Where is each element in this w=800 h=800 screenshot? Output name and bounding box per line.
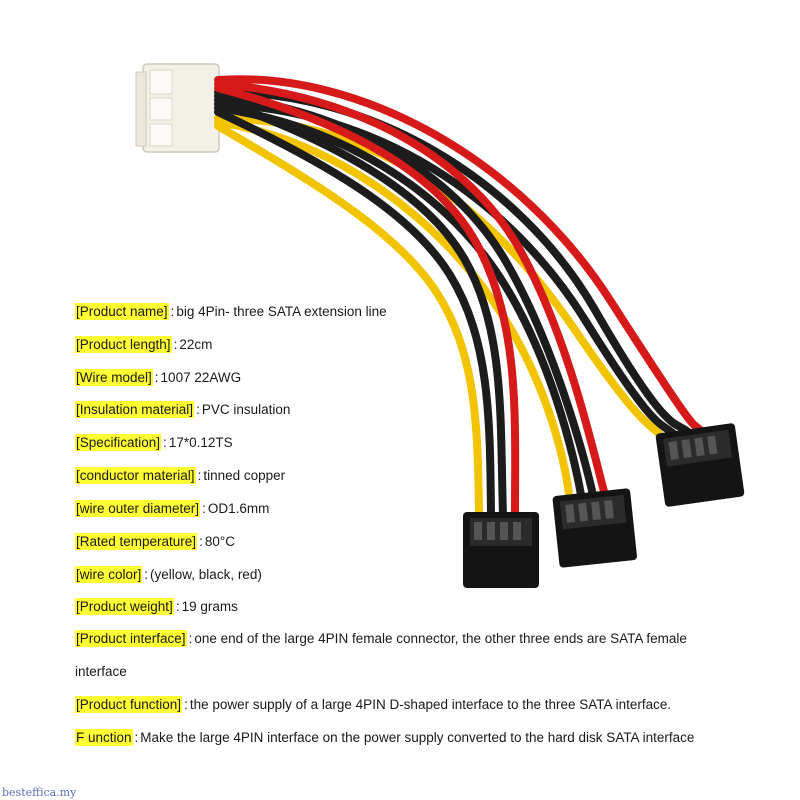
spec-conductor-material: [conductor material]:tinned copper: [75, 467, 285, 485]
sata-connector-1: [463, 512, 539, 588]
spec-value: 17*0.12TS: [168, 435, 233, 450]
spec-insulation-material: [Insulation material]:PVC insulation: [75, 401, 290, 419]
spec-key: [Product function]: [75, 696, 183, 713]
spec-specification: [Specification]:17*0.12TS: [75, 434, 233, 452]
spec-value: 22cm: [179, 337, 213, 352]
spec-value: PVC insulation: [201, 402, 291, 417]
spec-value: Make the large 4PIN interface on the pow…: [140, 730, 695, 745]
spec-wire-color: [wire color]:(yellow, black, red): [75, 566, 262, 584]
spec-separator: :: [175, 599, 180, 614]
spec-product-length: [Product length]:22cm: [75, 336, 212, 354]
spec-separator: :: [188, 631, 193, 646]
spec-key: [Product name]: [75, 303, 169, 320]
spec-value: the power supply of a large 4PIN D-shape…: [189, 697, 672, 712]
spec-value: 1007 22AWG: [160, 370, 242, 385]
sata-connector-2: [552, 488, 637, 568]
spec-rated-temperature: [Rated temperature]:80°C: [75, 533, 235, 551]
spec-separator: :: [144, 567, 149, 582]
spec-separator: :: [184, 697, 188, 712]
spec-wire-model: [Wire model]:1007 22AWG: [75, 369, 241, 387]
spec-key: [Wire model]: [75, 369, 153, 386]
spec-separator: :: [196, 402, 200, 417]
spec-separator: :: [173, 337, 178, 352]
spec-separator: :: [202, 501, 206, 516]
spec-function: F unction:Make the large 4PIN interface …: [75, 729, 694, 747]
watermark: besteffica.my: [2, 786, 77, 799]
spec-product-interface-continued: interface: [75, 663, 127, 681]
sata-connector-3: [655, 423, 745, 507]
spec-wire-outer-diameter: [wire outer diameter]:OD1.6mm: [75, 500, 269, 518]
spec-key: [Product interface]: [75, 630, 187, 647]
spec-separator: :: [170, 304, 175, 319]
spec-product-interface: [Product interface]:one end of the large…: [75, 630, 687, 648]
spec-value: (yellow, black, red): [150, 567, 262, 582]
spec-value: big 4Pin- three SATA extension line: [176, 304, 387, 319]
spec-key: [Product length]: [75, 336, 172, 353]
spec-value: interface: [75, 664, 127, 679]
spec-product-weight: [Product weight]:19 grams: [75, 598, 238, 616]
spec-key: [Insulation material]: [75, 401, 195, 418]
spec-key: [wire color]: [75, 566, 143, 583]
molex-connector: [135, 63, 220, 153]
spec-separator: :: [134, 730, 139, 745]
spec-value: 19 grams: [181, 599, 238, 614]
spec-separator: :: [197, 468, 202, 483]
spec-separator: :: [199, 534, 203, 549]
spec-value: OD1.6mm: [207, 501, 270, 516]
spec-separator: :: [163, 435, 167, 450]
spec-value: tinned copper: [203, 468, 286, 483]
spec-key: [Specification]: [75, 434, 162, 451]
spec-value: one end of the large 4PIN female connect…: [194, 631, 687, 646]
spec-key: F unction: [75, 729, 133, 746]
wire-bundle: [214, 75, 704, 519]
spec-key: [wire outer diameter]: [75, 500, 201, 517]
spec-key: [Product weight]: [75, 598, 174, 615]
spec-value: 80°C: [204, 534, 236, 549]
spec-separator: :: [154, 370, 159, 385]
spec-product-function: [Product function]:the power supply of a…: [75, 696, 671, 714]
spec-key: [conductor material]: [75, 467, 196, 484]
spec-key: [Rated temperature]: [75, 533, 198, 550]
spec-product-name: [Product name]:big 4Pin- three SATA exte…: [75, 303, 387, 321]
